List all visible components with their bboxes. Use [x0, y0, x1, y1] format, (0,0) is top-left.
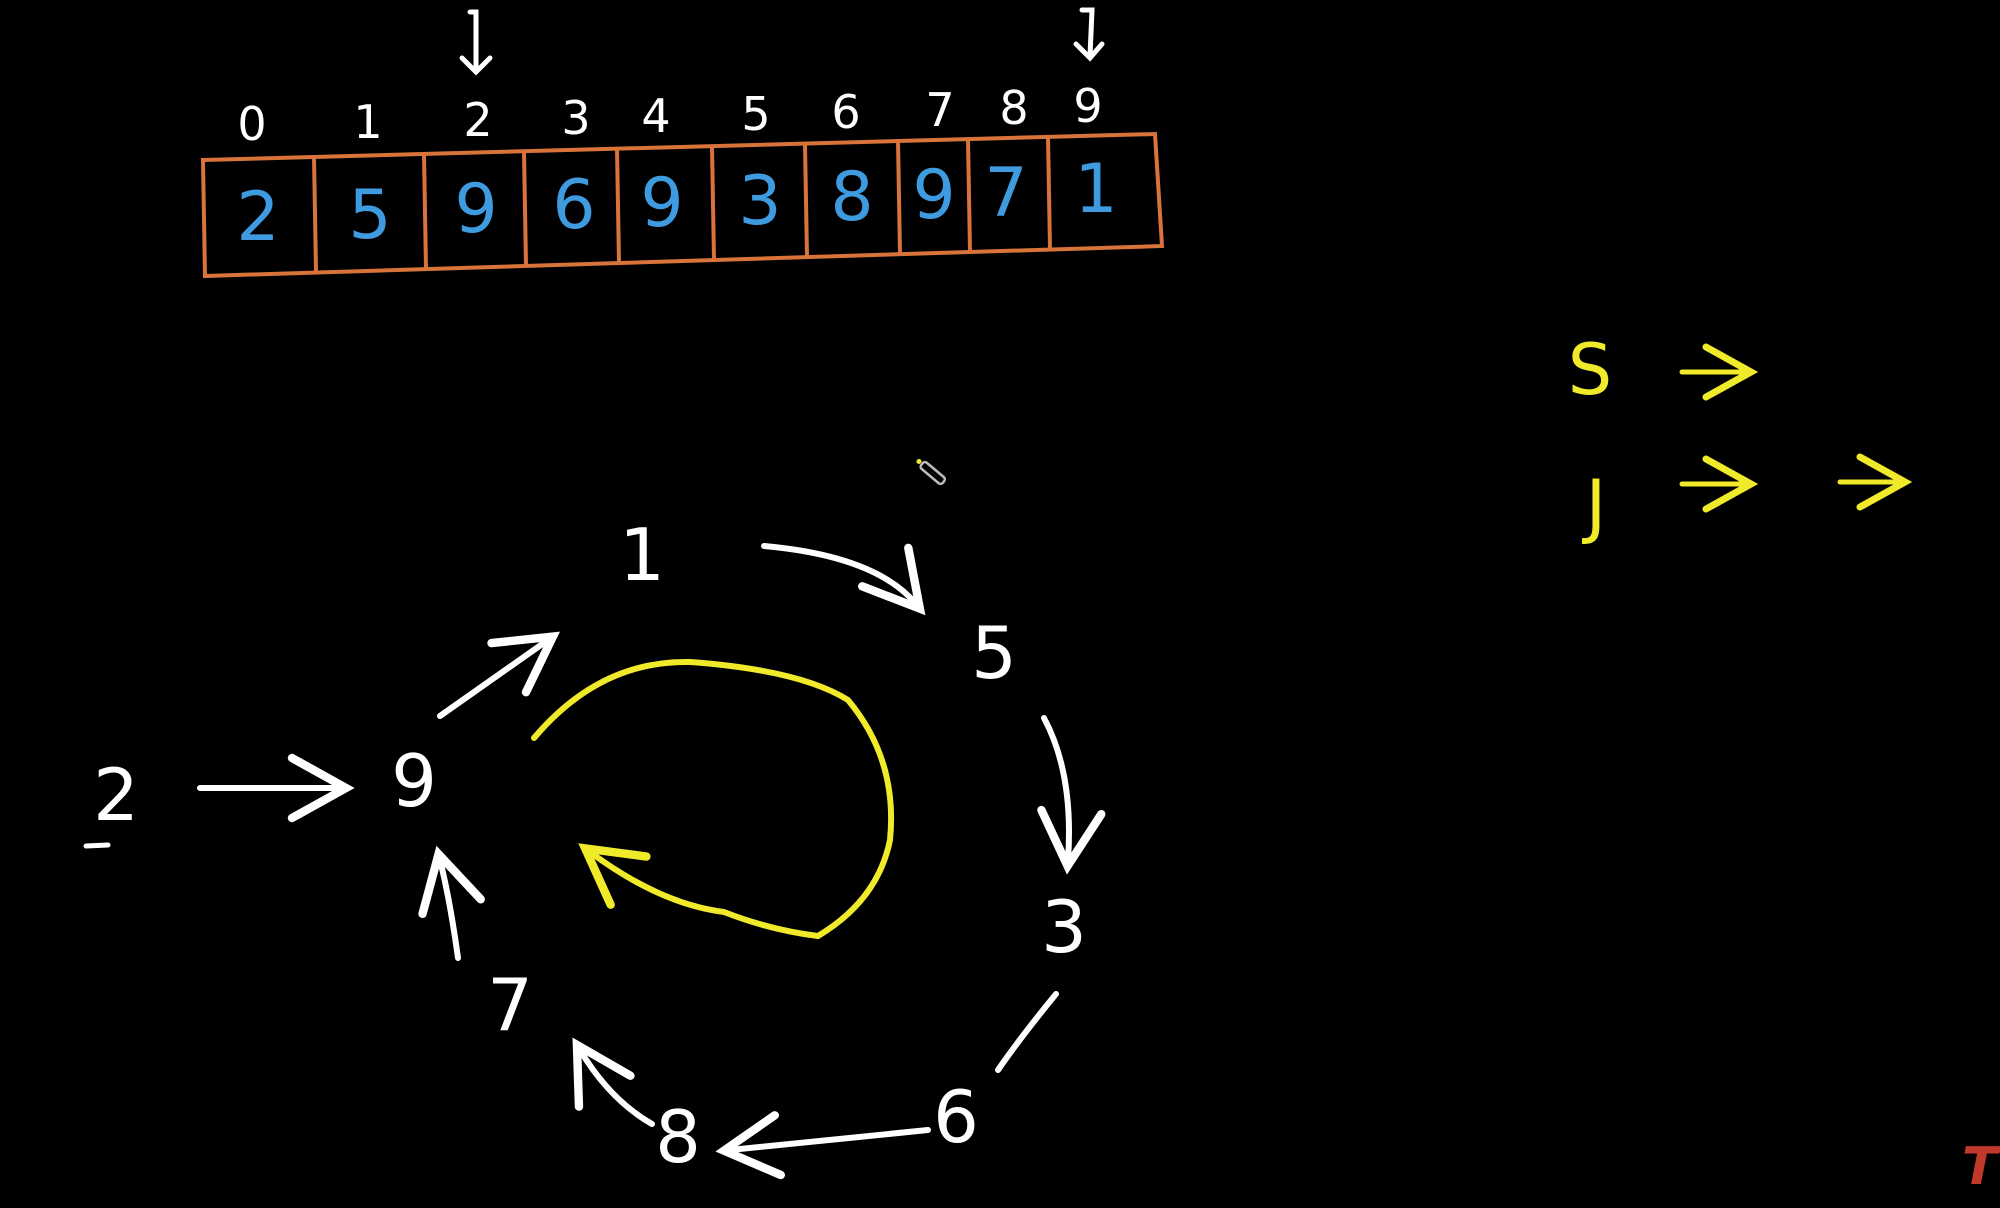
edge-1-to-5 [761, 543, 926, 616]
channel-watermark: TU [1962, 1137, 2000, 1197]
node-6: 6 [933, 1075, 979, 1159]
edge-3-to-6 [995, 991, 1059, 1073]
array-value-4: 9 [640, 164, 683, 243]
node-1: 1 [619, 513, 665, 597]
array-index-8: 8 [999, 81, 1028, 135]
edge-8-to-7 [572, 1037, 655, 1127]
array-index-4: 4 [641, 89, 670, 143]
array-index-6: 6 [831, 85, 860, 139]
fast-pointer-label: J [1582, 465, 1607, 547]
index-2-down-arrow [459, 9, 493, 76]
array-index-7: 7 [925, 83, 954, 137]
array-value-8: 7 [984, 154, 1027, 233]
pen-cursor-icon [916, 458, 947, 486]
array-value-7: 9 [912, 156, 955, 235]
array-value-1: 5 [348, 176, 391, 255]
array-index-0: 0 [237, 97, 266, 151]
edge-7-to-9 [418, 845, 485, 961]
slow-pointer-label: S [1568, 329, 1612, 411]
array-value-6: 8 [830, 158, 873, 237]
array-value-9: 1 [1074, 150, 1117, 229]
pointer-legend: S J [1568, 329, 1913, 547]
array-value-5: 3 [738, 162, 781, 241]
index-9-down-arrow [1073, 7, 1105, 62]
array-dividers [312, 136, 1052, 273]
array-index-2: 2 [463, 93, 492, 147]
edge-9-to-1 [437, 631, 560, 719]
node-8: 8 [655, 1095, 701, 1179]
array-box [200, 131, 1165, 279]
array-diagram: 0 1 2 3 4 5 6 7 8 9 2 5 9 6 9 3 8 9 7 1 [200, 7, 1165, 279]
node-2-underline [83, 842, 111, 849]
node-5: 5 [971, 611, 1017, 695]
node-7: 7 [487, 963, 533, 1047]
array-value-3: 6 [552, 166, 595, 245]
cycle-graph: 2 9 1 5 3 6 8 7 [83, 513, 1106, 1180]
edge-5-to-3 [1037, 715, 1106, 875]
array-index-3: 3 [561, 91, 590, 145]
cycle-marker-arrow [531, 658, 895, 940]
node-3: 3 [1041, 885, 1087, 969]
node-2: 2 [93, 753, 139, 837]
edge-6-to-8 [715, 1111, 931, 1180]
array-index-9: 9 [1073, 79, 1102, 133]
array-value-0: 2 [236, 178, 279, 257]
array-index-5: 5 [741, 87, 770, 141]
node-9: 9 [391, 739, 437, 823]
array-value-2: 9 [454, 170, 497, 249]
array-index-1: 1 [353, 95, 382, 149]
